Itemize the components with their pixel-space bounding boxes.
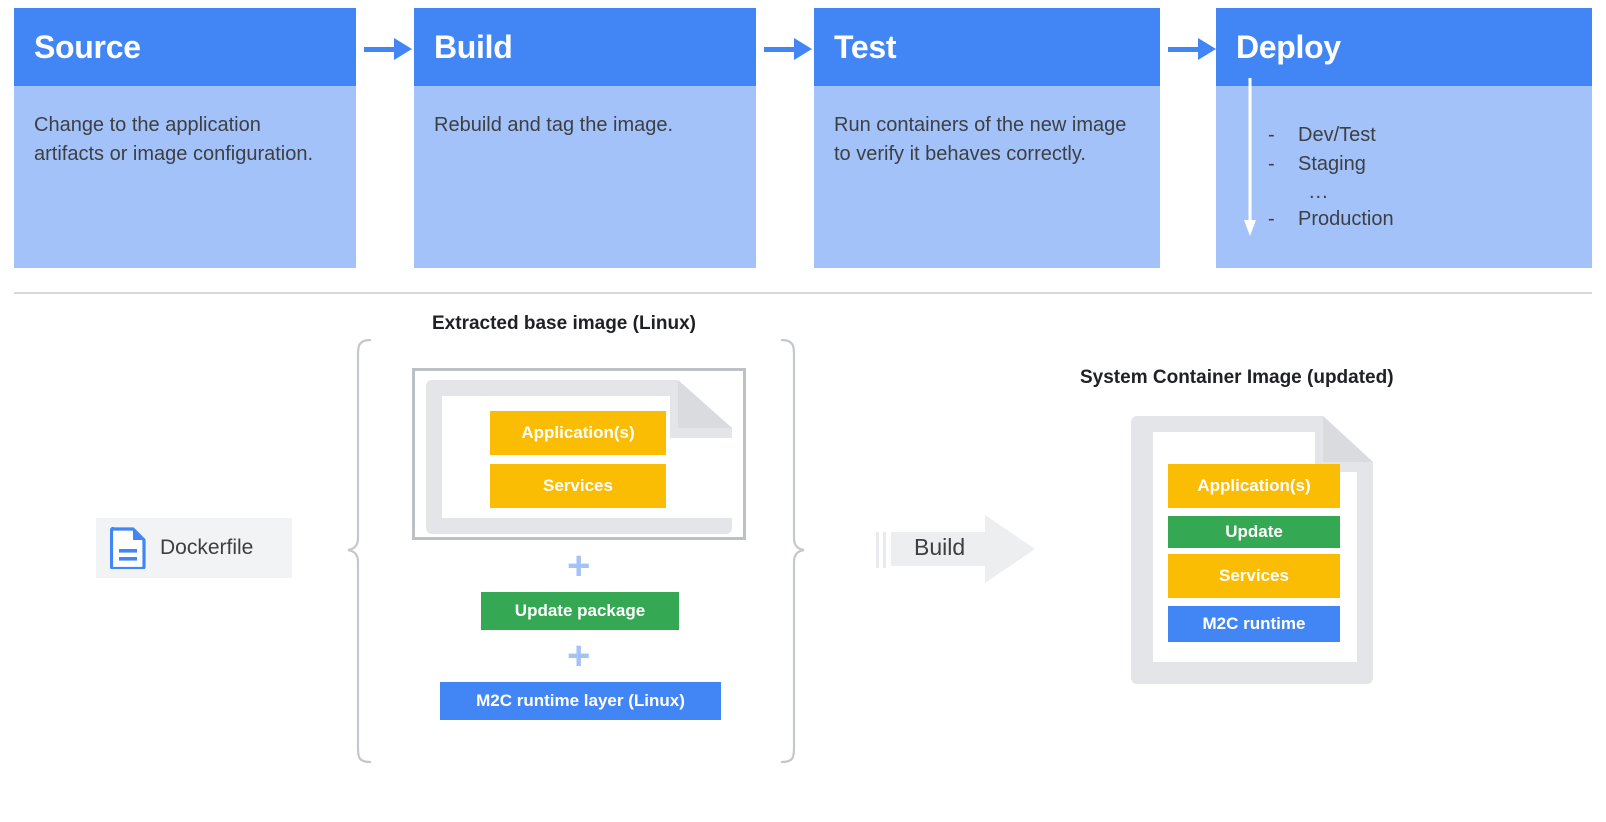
card-title: Deploy [1216,8,1592,86]
pipeline-card-build: Build Rebuild and tag the image. [414,8,756,268]
card-body-deploy: - Dev/Test - Staging ... - Production [1216,86,1592,268]
layer-block-m2c-runtime: M2C runtime layer (Linux) [440,682,721,720]
list-item-label: Dev/Test [1298,124,1376,146]
right-brace [780,338,805,764]
result-image-caption: System Container Image (updated) [1080,367,1394,388]
pipeline-card-source: Source Change to the application artifac… [14,8,356,268]
base-image-caption: Extracted base image (Linux) [432,313,696,334]
list-item: - Dev/Test [1236,121,1570,150]
deploy-environment-list: - Dev/Test - Staging ... - Production [1236,111,1570,234]
layer-label: Update package [514,601,646,620]
block-arrow-right-icon [876,515,1035,583]
section-divider [14,292,1592,294]
arrow-right-icon [364,27,412,69]
left-brace [347,338,372,764]
dockerfile-chip: Dockerfile [96,518,292,578]
plus-icon: + [567,634,591,678]
layer-block-update-package: Update package [481,592,679,630]
list-bullet: - [1268,124,1275,146]
plus-icon: + [567,544,591,588]
card-title: Test [814,8,1160,86]
arrow-right-icon [1168,27,1216,69]
build-arrow: Build [876,510,1041,588]
card-title: Build [414,8,756,86]
layer-label: Update [1225,522,1283,541]
layer-block: Services [1168,554,1340,598]
card-body: Change to the application artifacts or i… [14,86,356,268]
card-title: Source [14,8,356,86]
list-item-label: Staging [1298,153,1366,175]
list-ellipsis: ... [1309,181,1329,203]
dockerfile-label: Dockerfile [160,536,254,559]
document-icon [110,527,146,569]
layer-label: Application(s) [521,423,635,442]
card-body: Rebuild and tag the image. [414,86,756,268]
layer-block: M2C runtime [1168,606,1340,642]
layer-block: Application(s) [1168,464,1340,508]
layer-block: Services [490,464,666,508]
layer-label: Application(s) [1197,476,1311,495]
card-body: Run containers of the new image to verif… [814,86,1160,268]
layer-label: M2C runtime [1202,614,1306,633]
layer-block: Update [1168,516,1340,548]
list-item-label: Production [1298,208,1394,230]
arrow-right-icon [764,27,812,69]
build-arrow-label: Build [914,534,966,560]
list-item: - Production [1236,205,1570,234]
layer-label: M2C runtime layer (Linux) [476,691,685,710]
list-item: - Staging [1236,150,1570,179]
layer-label: Services [1219,566,1289,585]
layer-block: Application(s) [490,411,666,455]
pipeline-card-test: Test Run containers of the new image to … [814,8,1160,268]
arrow-down-icon [1244,78,1256,236]
pipeline-card-deploy: Deploy - Dev/Test - Staging ... - Produc… [1216,8,1592,268]
list-bullet: - [1268,153,1275,175]
list-bullet: - [1268,208,1275,230]
layer-label: Services [543,476,613,495]
